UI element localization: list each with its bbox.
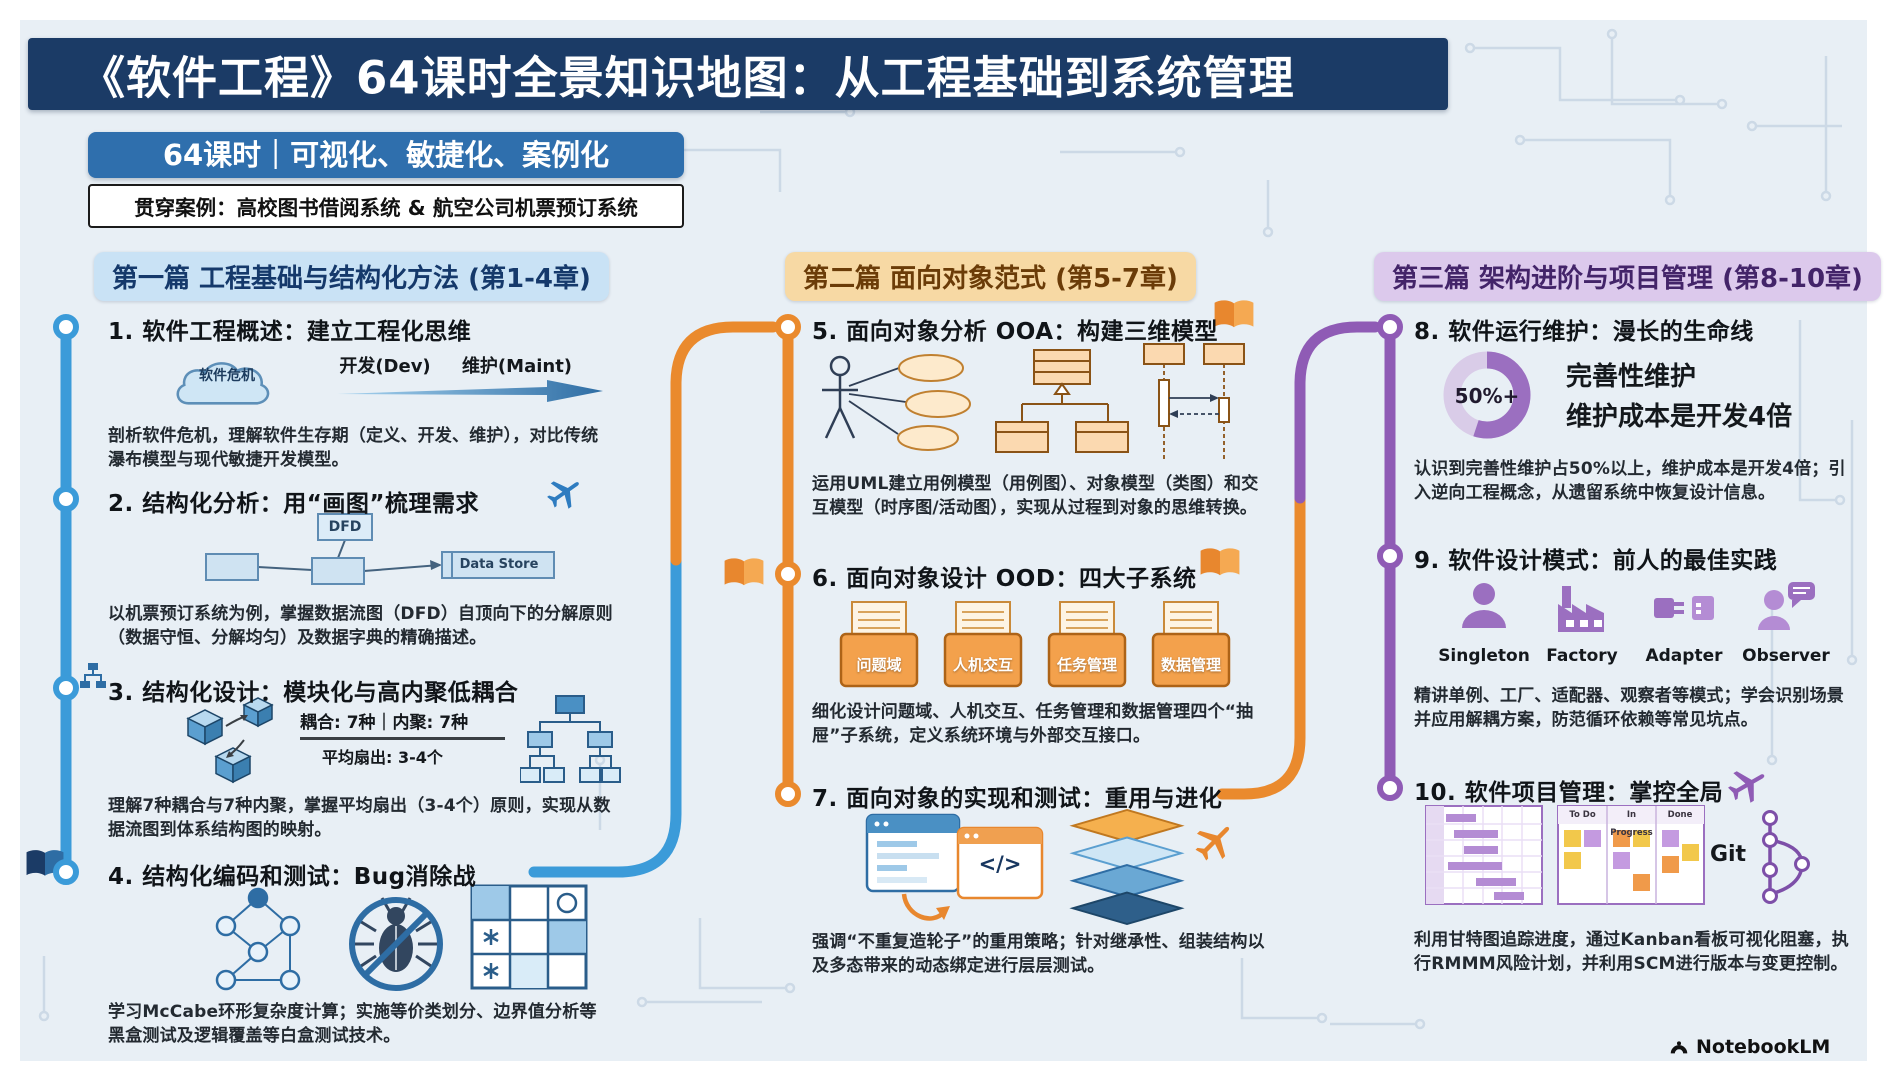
structure-tree-icon xyxy=(520,695,621,783)
airplane-icon xyxy=(1195,826,1230,861)
book-icon xyxy=(1200,548,1240,576)
section8-body: 认识到完善性维护占50%以上，维护成本是开发4倍；引入逆向工程概念，从遗留系统中… xyxy=(1414,459,1846,504)
brand-name: NotebookLM xyxy=(1696,1036,1831,1058)
subsystem-drawer-icon xyxy=(1151,601,1231,688)
node-section-1 xyxy=(53,314,79,340)
dev-phase-label: 开发(Dev) xyxy=(339,356,431,377)
pattern-label: Observer xyxy=(1742,646,1830,666)
node-section-7 xyxy=(775,781,801,807)
testcase-grid-icon xyxy=(470,884,588,990)
sequence-diagram-icon xyxy=(1143,343,1245,460)
section8-title: 8. 软件运行维护：漫长的生命线 xyxy=(1414,319,1754,345)
section10-body: 利用甘特图追踪进度，通过Kanban看板可视化阻塞，执行RMMM风险计划，并利用… xyxy=(1414,930,1849,975)
pattern-label: Adapter xyxy=(1645,646,1723,666)
metric-divider xyxy=(300,737,505,740)
book-icon xyxy=(724,558,764,586)
node-section-4 xyxy=(53,859,79,885)
subsystem-drawer-icon xyxy=(1047,601,1127,688)
maintenance-donut-chart xyxy=(1443,351,1531,439)
section9-body: 精讲单例、工厂、适配器、观察者等模式；学会识别场景并应用解耦方案，防范循环依赖等… xyxy=(1414,686,1844,731)
kanban-column-label: In Progress xyxy=(1610,810,1653,838)
section9-title: 9. 软件设计模式：前人的最佳实践 xyxy=(1414,548,1778,574)
cloud-label: 软件危机 xyxy=(199,368,255,384)
book-icon xyxy=(1214,300,1254,328)
flowgraph-icon xyxy=(215,887,301,991)
mini-orgchart-icon xyxy=(80,663,106,688)
section2-title: 2. 结构化分析：用“画图”梳理需求 xyxy=(108,491,479,517)
section10-title: 10. 软件项目管理：掌控全局 xyxy=(1414,780,1724,806)
singleton-pattern-icon xyxy=(1462,583,1506,628)
code-glyph: </> xyxy=(978,852,1022,876)
fanout-metric: 平均扇出: 3-4个 xyxy=(322,748,443,767)
maint-phase-label: 维护(Maint) xyxy=(461,356,573,377)
node-section-9 xyxy=(1377,543,1403,569)
section3-body: 理解7种耦合与7种内聚，掌握平均扇出（3-4个）原则，实现从数据流图到体系结构图… xyxy=(108,796,611,841)
course-badge: 64课时｜可视化、敏捷化、案例化 xyxy=(88,132,684,178)
section2-body: 以机票预订系统为例，掌握数据流图（DFD）自顶向下的分解原则（数据守恒、分解均匀… xyxy=(108,604,613,649)
node-section-3 xyxy=(53,675,79,701)
git-branch-icon xyxy=(1762,810,1810,904)
section1-body: 剖析软件危机，理解软件生存期（定义、开发、维护），对比传统瀑布模型与现代敏捷开发… xyxy=(108,426,599,471)
section4-title: 4. 结构化编码和测试：Bug消除战 xyxy=(108,864,477,890)
observer-pattern-icon xyxy=(1758,582,1815,630)
brand-watermark: NotebookLM xyxy=(1668,1036,1830,1058)
maintenance-highlight-2: 维护成本是开发4倍 xyxy=(1566,402,1793,432)
factory-pattern-icon xyxy=(1558,586,1604,632)
page-title: 《软件工程》64课时全景知识地图：从工程基础到系统管理 xyxy=(80,51,1295,105)
section5-body: 运用UML建立用例模型（用例图）、对象模型（类图）和交互模型（时序图/活动图），… xyxy=(812,474,1259,519)
code-window-icon xyxy=(956,826,1044,900)
datastore-label: Data Store xyxy=(459,557,539,572)
section5-title: 5. 面向对象分析 OOA：构建三维模型 xyxy=(812,319,1219,345)
no-bug-icon xyxy=(349,897,443,991)
gantt-chart-icon xyxy=(1425,805,1543,905)
column1-header: 第一篇 工程基础与结构化方法 (第1-4章) xyxy=(94,252,609,301)
maintenance-highlight-1: 完善性维护 xyxy=(1566,362,1697,392)
donut-center-label: 50%+ xyxy=(1454,384,1520,408)
pattern-label: Singleton xyxy=(1438,646,1530,666)
kanban-column-label: To Do xyxy=(1569,810,1596,820)
git-label: Git xyxy=(1709,842,1747,867)
kanban-column-label: Done xyxy=(1667,810,1693,820)
usecase-diagram-icon xyxy=(822,354,971,451)
coupling-cohesion-metric: 耦合: 7种｜内聚: 7种 xyxy=(300,713,469,733)
section6-title: 6. 面向对象设计 OOD：四大子系统 xyxy=(812,566,1197,592)
reuse-arrow-icon xyxy=(901,893,950,921)
pattern-label: Factory xyxy=(1546,646,1618,666)
coupling-cubes-icon xyxy=(186,697,274,784)
subsystem-drawer-icon xyxy=(839,601,919,688)
airplane-icon xyxy=(547,481,579,509)
class-diagram-icon xyxy=(995,349,1129,453)
subsystem-drawer-icon xyxy=(943,601,1023,688)
lifecycle-arrow xyxy=(337,380,603,402)
section6-body: 细化设计问题域、人机交互、任务管理和数据管理四个“抽屉”子系统，定义系统环境与外… xyxy=(812,702,1254,747)
drawer-label: 问题域 xyxy=(856,656,902,674)
section4-body: 学习McCabe环形复杂度计算；实施等价类划分、边界值分析等黑盒测试及逻辑覆盖等… xyxy=(108,1002,597,1047)
section1-title: 1. 软件工程概述：建立工程化思维 xyxy=(108,319,472,345)
airplane-icon xyxy=(1728,771,1765,803)
node-section-10 xyxy=(1377,775,1403,801)
node-section-5 xyxy=(775,314,801,340)
node-section-8 xyxy=(1377,314,1403,340)
cloud-icon xyxy=(176,362,270,405)
drawer-label: 人机交互 xyxy=(952,656,1013,674)
section7-body: 强调“不重复造轮子”的重用策略；针对继承性、组装结构以及多态带来的动态绑定进行层… xyxy=(812,932,1265,977)
node-section-2 xyxy=(53,486,79,512)
node-section-6 xyxy=(775,561,801,587)
header-bar: 《软件工程》64课时全景知识地图：从工程基础到系统管理 xyxy=(28,38,1448,110)
kanban-board-icon xyxy=(1557,805,1705,905)
column3-header: 第三篇 架构进阶与项目管理 (第8-10章) xyxy=(1374,252,1881,301)
drawer-label: 数据管理 xyxy=(1160,656,1221,674)
layered-test-stack-icon xyxy=(1069,808,1185,926)
case-note: 贯穿案例：高校图书借阅系统 & 航空公司机票预订系统 xyxy=(88,184,684,228)
notebooklm-logo-icon xyxy=(1670,1041,1688,1054)
section3-title: 3. 结构化设计：模块化与高内聚低耦合 xyxy=(108,680,519,706)
column2-header: 第二篇 面向对象范式 (第5-7章) xyxy=(785,252,1196,301)
adapter-pattern-icon xyxy=(1654,596,1714,620)
code-window-icon xyxy=(865,813,961,893)
section7-title: 7. 面向对象的实现和测试：重用与进化 xyxy=(812,786,1223,812)
drawer-label: 任务管理 xyxy=(1056,656,1117,674)
dfd-label: DFD xyxy=(328,519,362,535)
